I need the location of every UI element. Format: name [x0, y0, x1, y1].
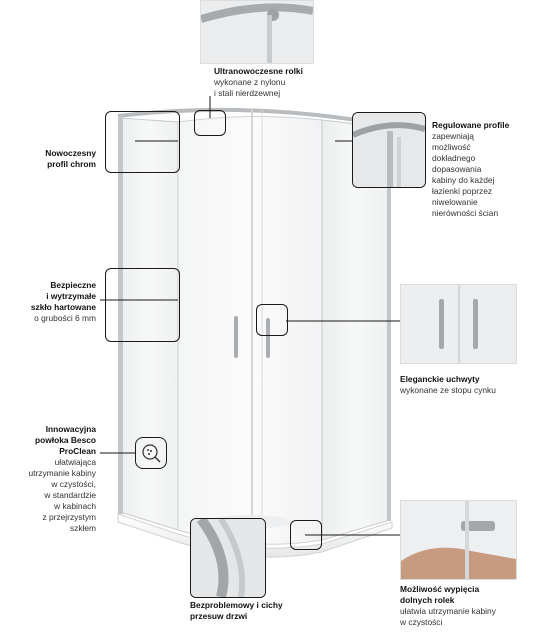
proclean-icon [142, 444, 161, 463]
bottom-rollers-detail-image [400, 500, 517, 580]
safe-glass-label: Bezpieczne i wytrzymałe szkło hartowane … [30, 280, 96, 323]
handles-detail-image [400, 284, 517, 364]
sliding-label: Bezproblemowy i cichy przesuw drzwi [190, 600, 283, 621]
glass-highlight-box [105, 268, 180, 342]
handles-label: Eleganckie uchwyty wykonane ze stopu cyn… [400, 374, 496, 395]
coating-label: Innowacyjna powłoka Besco ProClean ułatw… [28, 424, 97, 533]
bottom-rollers-label: Możliwość wypięcia dolnych rolek ułatwia… [400, 584, 496, 627]
bottom-roller-highlight-box [290, 520, 322, 550]
handle-highlight-box [256, 304, 288, 336]
rollers-detail-image [200, 0, 314, 64]
coating-highlight-box [135, 437, 167, 469]
adjustable-profile-label: Regulowane profile zapewniają możliwość … [432, 120, 510, 218]
profile-highlight-box [105, 111, 180, 173]
rollers-label: Ultranowoczesne rolki wykonane z nylonu … [214, 66, 303, 98]
adjustable-profile-detail-image [352, 112, 426, 188]
roller-highlight-box [194, 110, 226, 136]
sliding-detail-image [190, 518, 266, 598]
profile-chrome-label: Nowoczesny profil chrom [45, 148, 96, 169]
